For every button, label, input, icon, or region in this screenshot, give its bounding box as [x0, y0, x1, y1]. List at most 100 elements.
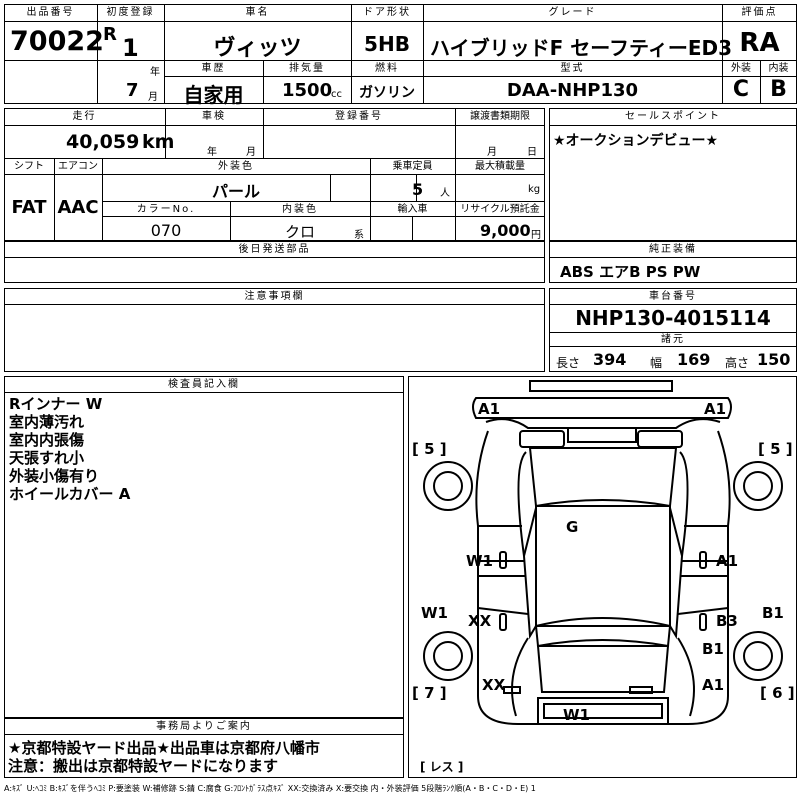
legend-text: A:ｷｽﾞ U:ﾍｺﾐ B:ｷｽﾞを伴うﾍｺﾐ P:要塗装 W:補修跡 S:錆 … [4, 784, 536, 793]
capacity-unit: 人 [440, 188, 450, 199]
notes-label: 注意事項欄 [244, 291, 305, 302]
shift-value: FAT [11, 197, 47, 218]
equipment-value: ABS エアB PS PW [560, 263, 701, 281]
displacement-value: 1500 [282, 80, 333, 101]
damage-diagram-box [408, 376, 797, 778]
load-capacity-label: 最大積載量 [475, 161, 525, 172]
exterior-color-value: パール [211, 182, 260, 201]
history-label: 車歴 [201, 63, 226, 74]
interior-grade-value: B [770, 77, 787, 102]
registration-year-value: 1 [122, 34, 139, 62]
length-value: 394 [593, 350, 627, 369]
damage-left-fender: W1 [421, 604, 448, 622]
tire-rear-right: [ 6 ] [760, 684, 795, 702]
mileage-unit: km [142, 131, 175, 153]
width-value: 169 [677, 350, 711, 369]
interior-color-unit: 系 [354, 230, 364, 241]
chassis-number-value: NHP130-4015114 [575, 306, 771, 330]
rating-value: RA [739, 28, 780, 58]
lot-number-label: 出品番号 [26, 7, 75, 18]
fuel-value: ガソリン [359, 85, 415, 101]
inspector-note: 室内内張傷 [9, 431, 85, 449]
tire-rear-left: [ 7 ] [412, 684, 447, 702]
tire-front-right: [ 5 ] [758, 440, 793, 458]
car-diagram-icon [423, 380, 783, 725]
grade-value: ハイブリッドF セーフティーED3 [430, 36, 733, 60]
damage-front-right: A1 [704, 400, 727, 418]
exterior-grade-value: C [732, 77, 750, 102]
damage-rear: W1 [563, 706, 590, 724]
height-value: 150 [757, 350, 791, 369]
equipment-label: 純正装備 [649, 244, 697, 255]
exterior-grade-label: 外装 [731, 63, 751, 74]
inspector-notes-label: 検査員記入欄 [168, 379, 240, 390]
damage-right-rear-quarter: A1 [702, 676, 725, 694]
recycle-deposit-unit: 円 [531, 230, 541, 241]
spare-tire: [ レス ] [420, 760, 464, 774]
interior-color-label: 内装色 [282, 204, 318, 215]
height-label: 高さ [725, 356, 750, 370]
damage-left-rear-door: XX [468, 612, 492, 630]
sales-point-label: セールスポイント [625, 111, 721, 122]
inspector-notes-list: Rインナー W 室内薄汚れ 室内内張傷 天張すれ小 外装小傷有り ホイールカバー… [9, 395, 130, 503]
inspector-note: ホイールカバー A [9, 485, 131, 503]
lot-number-value: 70022 [10, 26, 104, 57]
inspector-note: 室内薄汚れ [9, 413, 85, 431]
color-number-value: 070 [150, 221, 182, 240]
damage-left-front-door: W1 [466, 552, 493, 570]
notes-box [4, 288, 545, 372]
ac-value: AAC [57, 197, 99, 218]
recycle-deposit-value: 9,000 [480, 221, 531, 240]
fuel-label: 燃料 [375, 63, 399, 74]
tire-front-left: [ 5 ] [412, 440, 447, 458]
exterior-color-label: 外装色 [218, 161, 254, 172]
damage-glass: G [566, 518, 579, 536]
damage-right-front-door: A1 [716, 552, 739, 570]
car-name-label: 車名 [245, 7, 270, 18]
damage-right-fender: B1 [762, 604, 784, 622]
office-notice-line-2: 注意：搬出は京都特設ヤードになります [8, 757, 279, 775]
inspector-note: Rインナー W [9, 395, 103, 413]
chassis-box [549, 288, 797, 372]
damage-right-rear-panel: B1 [702, 640, 724, 658]
import-label: 輸入車 [397, 204, 428, 215]
transfer-day-unit: 日 [527, 147, 537, 158]
rating-label: 評価点 [741, 7, 778, 18]
era-letter: R [103, 24, 117, 45]
transfer-deadline-label: 譲渡書類期限 [470, 111, 530, 122]
interior-color-value: クロ [284, 223, 315, 241]
top-info-box [4, 4, 797, 104]
later-parts-box [4, 241, 545, 283]
displacement-label: 排気量 [289, 63, 325, 74]
registration-year-unit: 年 [150, 67, 160, 78]
office-notice-line-1: ★京都特設ヤード出品★出品車は京都府八幡市 [8, 739, 320, 757]
chassis-number-label: 車台番号 [649, 291, 697, 302]
registration-number-label: 登録番号 [335, 111, 383, 122]
inspection-year-unit: 年 [207, 147, 217, 158]
damage-right-rear-door: B3 [716, 612, 738, 630]
width-label: 幅 [650, 356, 663, 370]
door-type-label: ドア形状 [363, 7, 411, 18]
inspector-note: 外装小傷有り [9, 467, 100, 485]
registration-month-value: 7 [126, 80, 139, 101]
door-type-value: 5HB [364, 32, 410, 56]
first-registration-label: 初度登録 [106, 7, 155, 18]
specs-label: 諸元 [661, 334, 685, 345]
shift-label: シフト [14, 161, 44, 172]
history-value: 自家用 [183, 83, 244, 107]
sales-point-box [549, 108, 797, 241]
load-capacity-unit: kg [528, 184, 541, 195]
recycle-deposit-label: リサイクル預託金 [460, 204, 540, 215]
transfer-month-unit: 月 [487, 147, 497, 158]
damage-front-left: A1 [478, 400, 501, 418]
capacity-label: 乗車定員 [392, 161, 433, 172]
displacement-unit: cc [331, 89, 342, 100]
mileage-value: 40,059 [66, 131, 140, 153]
grade-label: グレード [548, 7, 597, 18]
office-notice-label: 事務局よりご案内 [156, 721, 252, 732]
registration-month-unit: 月 [148, 92, 158, 103]
interior-grade-label: 内装 [768, 63, 789, 74]
inspection-label: 車検 [202, 111, 226, 122]
equipment-box [549, 241, 797, 283]
capacity-value: 5 [412, 180, 424, 199]
